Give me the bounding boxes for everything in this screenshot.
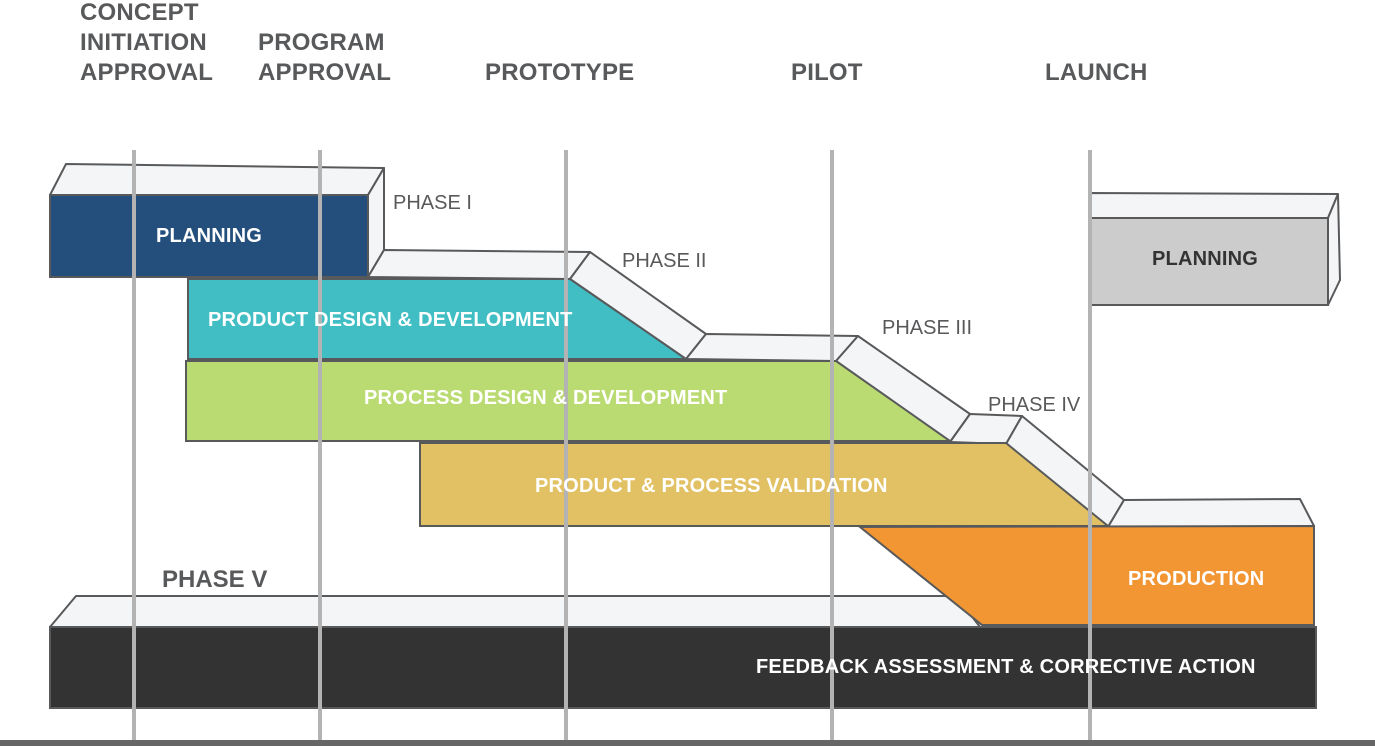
milestone-label-pilot: PILOT (791, 58, 863, 88)
product-design-label: PRODUCT DESIGN & DEVELOPMENT (208, 309, 573, 331)
planning-label: PLANNING (156, 225, 263, 247)
milestone-text: LAUNCH (1045, 59, 1148, 86)
feedback-block (49, 626, 1317, 709)
milestone-text: PILOT (791, 59, 863, 86)
phase-label-1: PHASE I (393, 192, 472, 214)
phase4-step-top (1107, 498, 1315, 528)
product-design-block (187, 278, 690, 360)
planning-next-top-face (1089, 192, 1339, 219)
validation-block (419, 442, 1111, 527)
milestone-label-concept: CONCEPT INITIATION APPROVAL (80, 0, 213, 88)
milestone-label-launch: LAUNCH (1045, 58, 1148, 88)
milestone-text: APPROVAL (80, 59, 214, 86)
planning-top-face (49, 163, 385, 196)
milestone-text: PROTOTYPE (485, 59, 635, 86)
milestone-text: CONCEPT (80, 0, 199, 26)
planning-block (49, 194, 369, 278)
milestone-text: PROGRAM (258, 29, 385, 56)
feedback-label: FEEDBACK ASSESSMENT & CORRECTIVE ACTION (756, 656, 1256, 678)
validation-label: PRODUCT & PROCESS VALIDATION (535, 475, 888, 497)
phase5-top-face (49, 595, 981, 628)
phase-label-4: PHASE IV (988, 394, 1081, 416)
milestone-label-prototype: PROTOTYPE (485, 58, 634, 88)
milestone-label-program: PROGRAM APPROVAL (258, 28, 391, 88)
production-block (857, 524, 1315, 626)
milestone-text: INITIATION (80, 29, 207, 56)
planning-next-label: PLANNING (1152, 248, 1259, 270)
phase-label-2: PHASE II (622, 250, 707, 272)
process-design-label: PROCESS DESIGN & DEVELOPMENT (364, 387, 728, 409)
phase-label-3: PHASE III (882, 317, 973, 339)
phase-label-5: PHASE V (162, 566, 268, 593)
production-label: PRODUCTION (1128, 568, 1265, 590)
milestone-text: APPROVAL (258, 59, 392, 86)
phase1-step-top (367, 249, 591, 280)
